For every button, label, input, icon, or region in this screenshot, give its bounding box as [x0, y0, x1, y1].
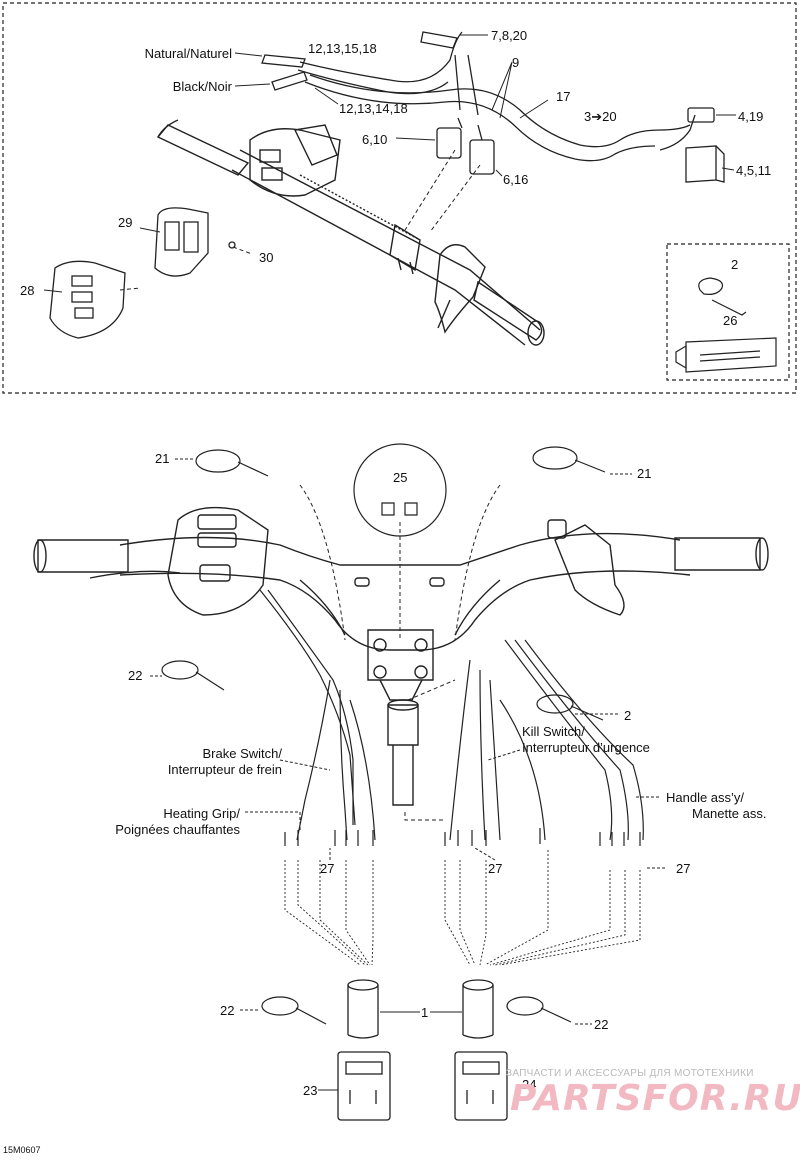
- watermark-logo: PARTSFOR.RU: [510, 1078, 800, 1119]
- cable-ties: [161, 446, 606, 1025]
- drawing-code: 15M0607: [3, 1145, 41, 1155]
- label-27-a: 27: [320, 861, 335, 876]
- label-kill-switch-2: Interrupteur d’urgence: [522, 740, 650, 755]
- label-25: 25: [393, 470, 408, 485]
- watermark-text: ЗАПЧАСТИ И АКСЕССУАРЫ ДЛЯ МОТОТЕХНИКИ: [506, 1068, 754, 1079]
- label-black: Black/Noir: [172, 79, 232, 94]
- label-30: 30: [259, 250, 274, 265]
- label-9: 9: [512, 55, 520, 70]
- sleeves: [347, 979, 494, 1039]
- label-29: 29: [118, 215, 133, 230]
- label-22-bottom-right: 22: [594, 1017, 609, 1032]
- label-24: 24: [522, 1077, 537, 1092]
- label-23: 23: [303, 1083, 318, 1098]
- label-4-19: 4,19: [738, 109, 764, 124]
- label-12-13-15-18: 12,13,15,18: [308, 41, 377, 56]
- label-17: 17: [556, 89, 571, 104]
- inset-frame: [666, 243, 790, 381]
- label-27-b: 27: [488, 861, 503, 876]
- label-28: 28: [20, 283, 35, 298]
- label-6-10: 6,10: [362, 132, 388, 147]
- label-12-13-14-18: 12,13,14,18: [339, 101, 408, 116]
- label-natural: Natural/Naturel: [144, 46, 232, 61]
- label-21-left: 21: [155, 451, 170, 466]
- top-panel-frame: [2, 2, 797, 394]
- housings: [337, 1051, 508, 1121]
- label-21-right: 21: [637, 466, 652, 481]
- label-22-left: 22: [128, 668, 143, 683]
- label-1: 1: [421, 1005, 429, 1020]
- label-2-inset: 2: [731, 257, 739, 272]
- detail-25-circle: [353, 443, 447, 537]
- label-2-lower: 2: [624, 708, 632, 723]
- label-27-c: 27: [676, 861, 691, 876]
- inset-items: [675, 277, 777, 373]
- label-kill-switch-1: Kill Switch/: [522, 724, 585, 739]
- top-handlebar: [156, 119, 545, 346]
- label-22-bottom-left: 22: [220, 1003, 235, 1018]
- label-brake-switch-2: Interrupteur de frein: [167, 762, 282, 777]
- connector-pins: [284, 828, 641, 846]
- label-brake-switch-1: Brake Switch/: [202, 746, 282, 761]
- top-harness: [261, 31, 725, 183]
- label-26: 26: [723, 313, 738, 328]
- top-switch-housing: [49, 207, 236, 339]
- label-handle-assy-1: Handle ass’y/: [666, 790, 745, 805]
- label-4-5-11: 4,5,11: [736, 163, 772, 178]
- label-handle-assy-2: Manette ass.: [692, 806, 767, 821]
- label-7-8-20: 7,8,20: [491, 28, 528, 43]
- bottom-wires: [259, 589, 644, 841]
- label-6-16: 6,16: [503, 172, 529, 187]
- label-3-20: 3➔20: [584, 109, 617, 124]
- label-heating-grip-2: Poignées chauffantes: [115, 822, 240, 837]
- label-heating-grip-1: Heating Grip/: [163, 806, 240, 821]
